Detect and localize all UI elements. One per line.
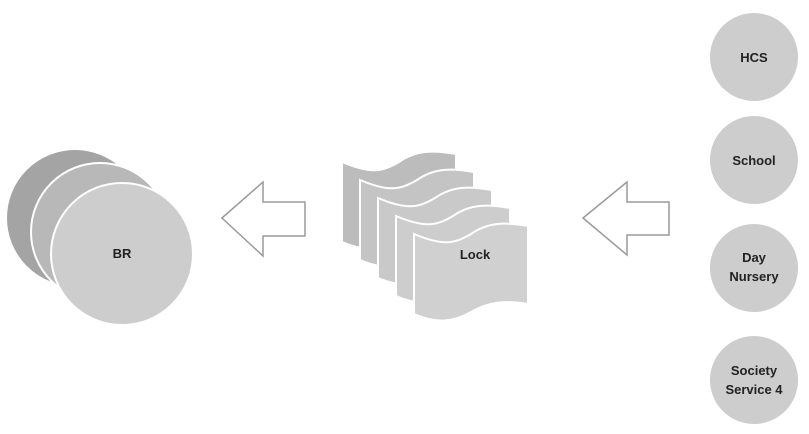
- service-circle-school[interactable]: School: [709, 115, 799, 205]
- service-label-nursery: Nursery: [729, 269, 779, 284]
- lock-label: Lock: [460, 247, 491, 262]
- service-circles: HCS School Day Nursery Society Service 4: [709, 12, 799, 425]
- service-label-service-4: Service 4: [725, 382, 783, 397]
- br-stack: BR: [6, 149, 193, 325]
- br-label: BR: [113, 246, 132, 261]
- service-circle-hcs[interactable]: HCS: [709, 12, 799, 102]
- service-label-day: Day: [742, 250, 767, 265]
- arrow-to-br: [222, 182, 305, 256]
- service-label-hcs: HCS: [740, 50, 768, 65]
- service-label-school: School: [732, 153, 775, 168]
- service-label-society: Society: [731, 363, 778, 378]
- service-circle-society-service[interactable]: Society Service 4: [709, 335, 799, 425]
- lock-stack: [342, 152, 528, 321]
- arrow-to-lock: [583, 182, 669, 255]
- service-circle-day-nursery[interactable]: Day Nursery: [709, 223, 799, 313]
